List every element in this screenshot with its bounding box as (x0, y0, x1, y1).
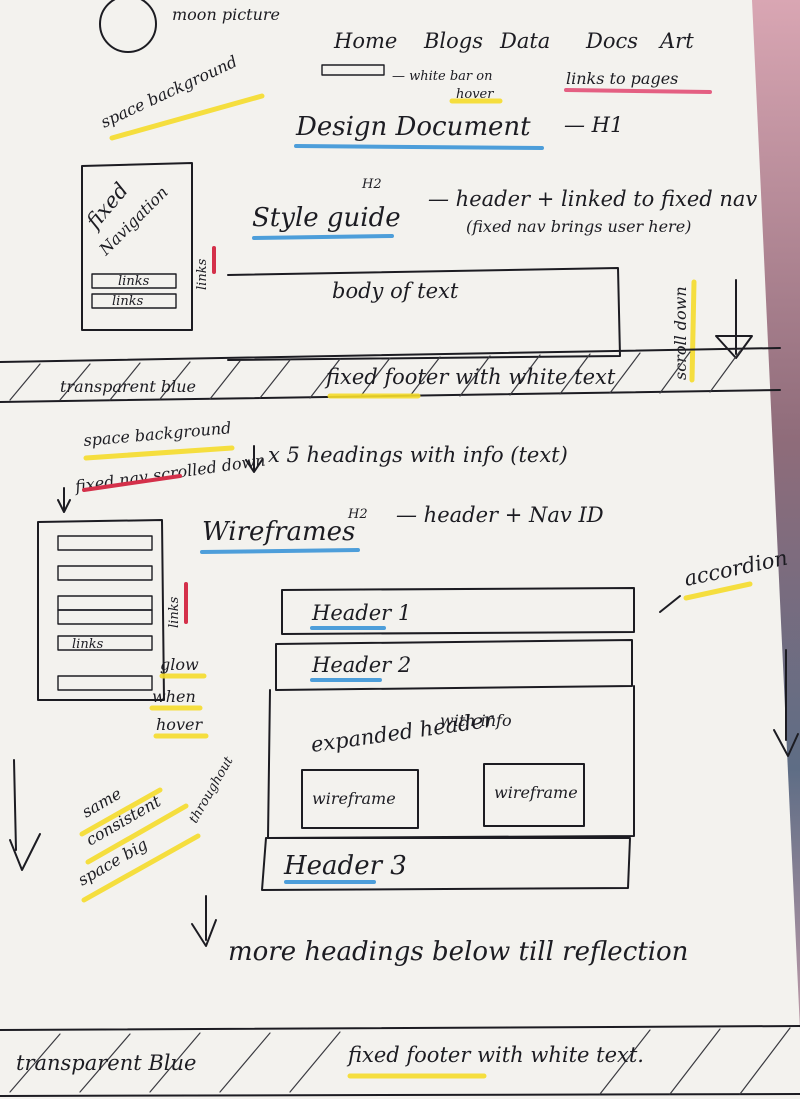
wireframes-heading: Wireframes (202, 517, 355, 547)
headings-note: x 5 headings with info (text) (268, 443, 568, 467)
accordion-header-1: Header 1 (311, 601, 411, 625)
page-title-highlight (294, 144, 544, 150)
wireframe-label-1: wireframe (312, 789, 396, 808)
style-guide-note-2: (fixed nav brings user here) (466, 217, 691, 236)
moon-picture-icon (99, 0, 157, 53)
expanded-with-info: with info (440, 711, 512, 730)
moon-label: moon picture (172, 5, 280, 24)
nav-link-home[interactable]: Home (333, 29, 397, 53)
scrolled-nav-link-boxes[interactable] (57, 535, 153, 691)
nav-link-text-1: links (118, 274, 150, 289)
scroll-down-highlight (689, 279, 697, 383)
accordion-pointer (659, 595, 681, 613)
consistent-highlight (79, 787, 201, 903)
nav-link-box-1[interactable] (91, 273, 177, 289)
h2-mark: H2 (361, 177, 382, 192)
wireframes-highlight (200, 548, 360, 554)
scroll-down-arrow-icon (715, 279, 753, 359)
nav-link-box-2[interactable] (91, 293, 177, 309)
page-title: Design Document (295, 112, 531, 142)
style-guide-heading: Style guide (252, 203, 401, 233)
glow-when-hover-2: when (152, 687, 196, 706)
footer1-left: transparent blue (60, 377, 196, 396)
nav-link-art[interactable]: Art (658, 29, 694, 53)
white-bar-hover-sketch (321, 64, 385, 76)
h2-mark-2: H2 (347, 507, 368, 522)
body-text-box (227, 267, 621, 361)
accordion-item-3[interactable] (261, 837, 631, 891)
links-highlight (564, 88, 712, 94)
down-arrow-icon-4 (773, 649, 799, 757)
glow-when-hover-1: glow (160, 655, 199, 674)
footer1-center: fixed footer with white text (324, 365, 616, 389)
scrolled-nav-link-text: links (72, 637, 104, 652)
accordion-header-2: Header 2 (311, 653, 411, 677)
h1-note: — H1 (564, 113, 623, 137)
down-arrow-icon-5 (191, 895, 217, 947)
scroll-down-label: scroll down (671, 286, 690, 380)
wireframe-label-2: wireframe (494, 783, 578, 802)
fixed-nav-box (81, 162, 193, 331)
nav-link-text-2: links (112, 294, 144, 309)
wireframes-note: — header + Nav ID (396, 503, 604, 527)
down-arrow-icon-3 (9, 759, 41, 871)
down-arrow-icon-1 (245, 445, 263, 473)
glow-when-hover-3: hover (156, 715, 203, 734)
space-bg-highlight (109, 93, 265, 141)
nav-link-data[interactable]: Data (499, 29, 550, 53)
wireframe-box-1 (301, 769, 419, 829)
wireframe-box-2 (483, 763, 585, 827)
accordion-header-3: Header 3 (283, 851, 407, 881)
white-bar-note-hover: hover (456, 87, 494, 102)
nav-link-docs[interactable]: Docs (585, 29, 638, 53)
footer2-left: transparent Blue (16, 1051, 196, 1075)
glow-highlight (149, 673, 209, 739)
style-guide-highlight (252, 234, 394, 240)
links-to-pages-note: links to pages (566, 69, 678, 88)
body-of-text: body of text (332, 279, 459, 303)
down-arrow-icon-2 (57, 487, 71, 513)
footer2-center: fixed footer with white text. (346, 1043, 644, 1067)
accordion-item-2[interactable] (275, 639, 633, 691)
top-nav-links: Home Blogs Data Docs Art (333, 29, 694, 53)
style-guide-note: — header + linked to fixed nav (428, 187, 757, 211)
more-headings: more headings below till reflection (228, 937, 688, 967)
scrolled-nav-box (37, 519, 165, 701)
links-side-label-2: links (167, 596, 182, 628)
links-side-label: links (195, 258, 210, 290)
white-bar-note: — white bar on (392, 69, 492, 84)
accordion-highlight (683, 581, 753, 601)
fixed-nav-scrolled-highlight (82, 474, 182, 492)
fixed-footer-2 (0, 1025, 800, 1097)
nav-link-blogs[interactable]: Blogs (423, 29, 483, 53)
middle-space-highlight (83, 445, 235, 461)
accordion-item-1[interactable] (281, 587, 635, 635)
